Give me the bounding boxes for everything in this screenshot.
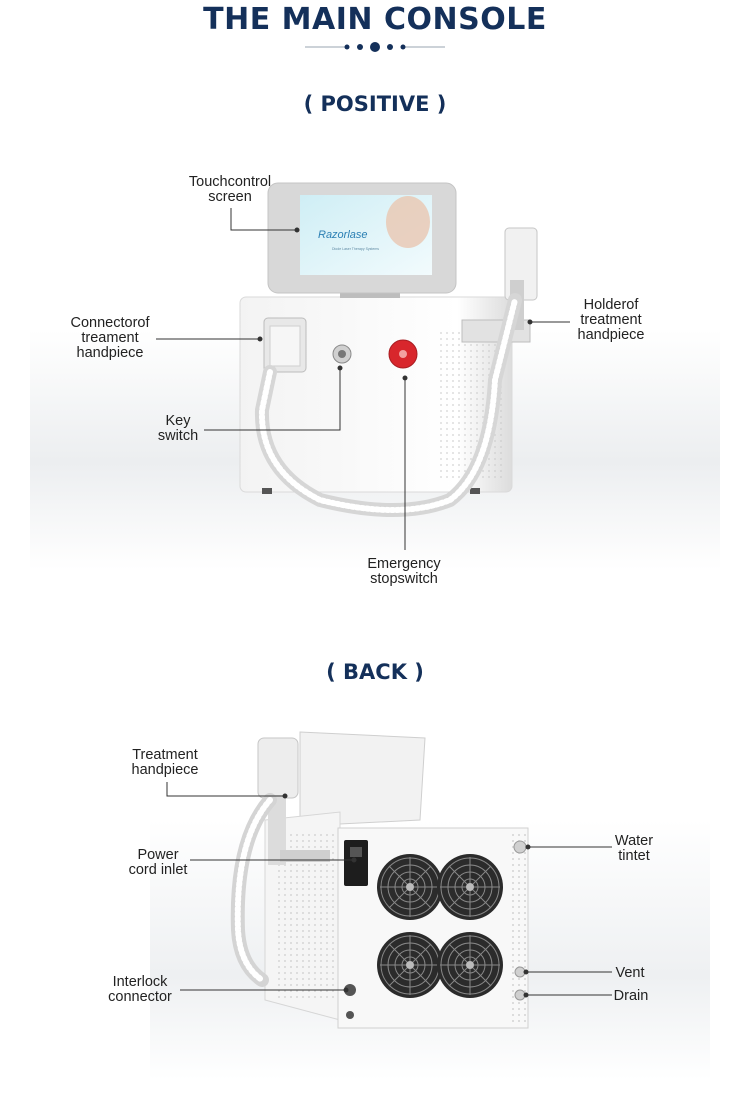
screen-tagline: Diode Laser Therapy Systems (332, 247, 379, 251)
label-key-switch: Key switch (157, 413, 199, 444)
front-console-illustration: Razorlase Diode Laser Therapy Systems (30, 182, 720, 570)
label-vent: Vent (615, 965, 645, 981)
label-holder-handpiece: Holderof treatment handpiece (577, 297, 645, 343)
label-touch-screen: Touchcontrol screen (188, 174, 272, 205)
page-title: THE MAIN CONSOLE (203, 2, 547, 37)
label-interlock-connector: Interlock connector (108, 974, 172, 1005)
section-label-front: ( POSITIVE ) (303, 92, 447, 116)
label-connector-handpiece: Connectorof treament handpiece (70, 315, 150, 361)
back-console-illustration (150, 731, 710, 1080)
title-divider (305, 42, 445, 52)
section-label-back: ( BACK ) (326, 660, 424, 684)
label-emergency-stop: Emergency stopswitch (367, 556, 441, 587)
screen-brand: Razorlase (318, 229, 368, 241)
label-treatment-handpiece: Treatment handpiece (131, 747, 199, 778)
label-power-cord-inlet: Power cord inlet (128, 847, 188, 878)
label-drain: Drain (613, 988, 649, 1004)
label-water-inlet: Water tintet (614, 833, 654, 864)
